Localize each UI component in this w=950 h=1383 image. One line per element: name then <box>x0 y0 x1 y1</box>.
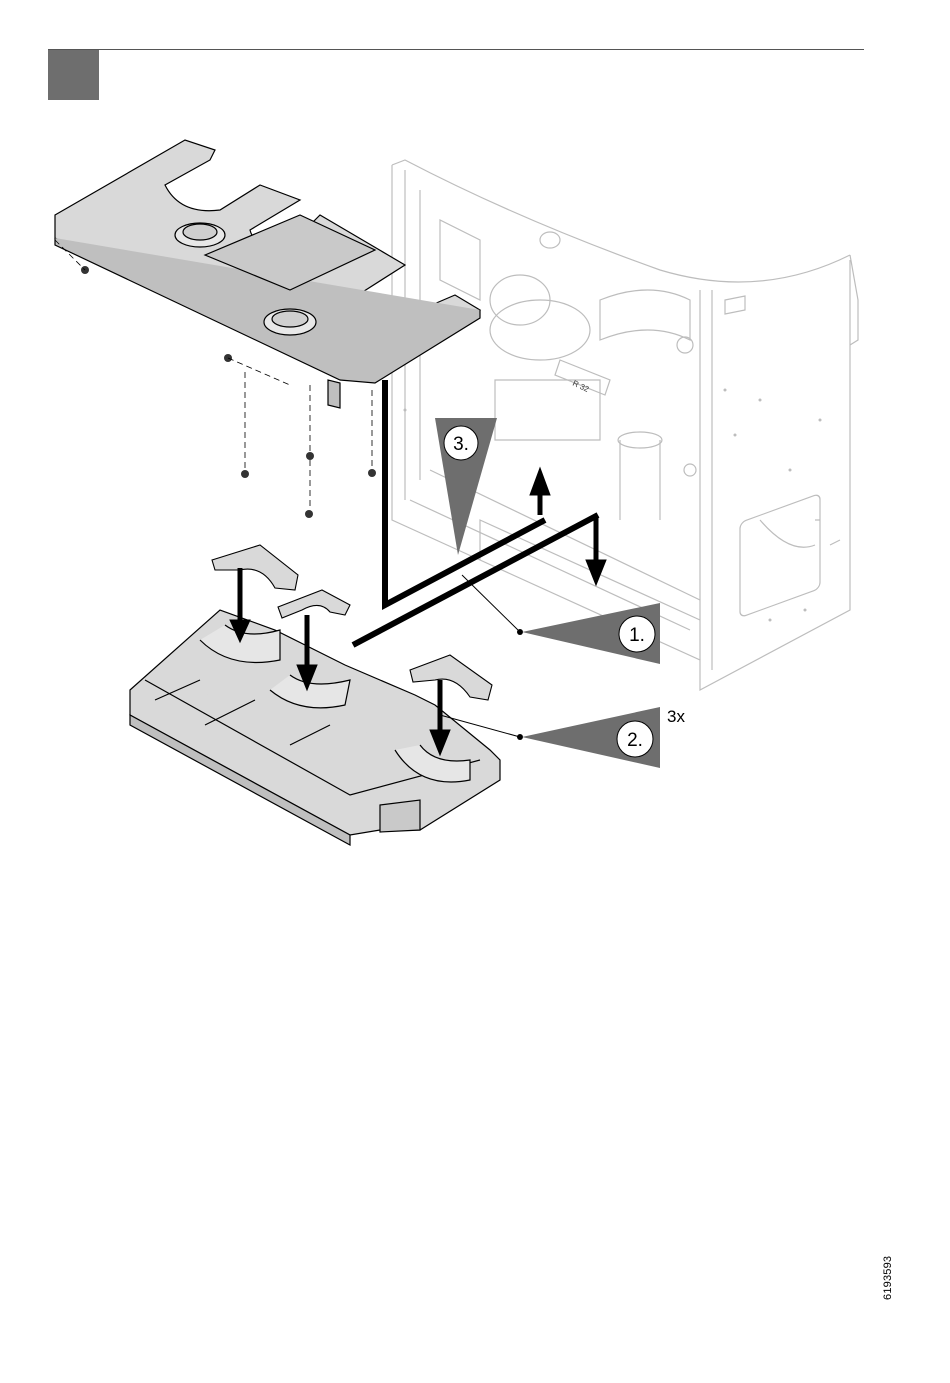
step-2-label: 2. <box>627 730 643 751</box>
step-3-label: 3. <box>453 434 469 455</box>
document-number: 6193593 <box>882 1256 894 1300</box>
up-arrow <box>530 468 550 515</box>
step-2-quantity: 3x <box>667 707 685 726</box>
step-1-label: 1. <box>629 625 645 646</box>
lower-base-plate <box>130 610 500 845</box>
callout-3: 3. <box>435 418 497 555</box>
pipe-label: R 32 <box>571 379 591 395</box>
upper-base-plate <box>55 140 480 408</box>
